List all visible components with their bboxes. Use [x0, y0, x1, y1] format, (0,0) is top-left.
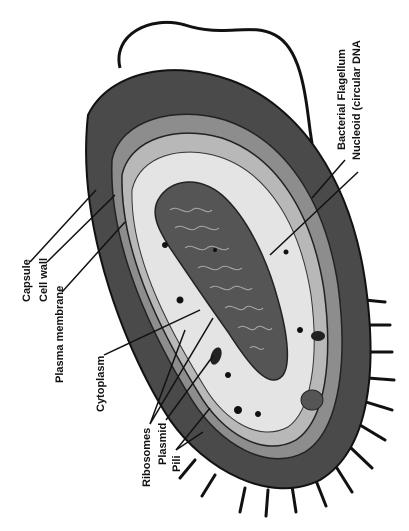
label-cell-wall: Cell wall: [38, 258, 50, 302]
vesicle: [311, 331, 325, 341]
label-nucleoid: Nucleoid (circular DNA: [351, 40, 363, 160]
label-capsule: Capsule: [21, 259, 33, 302]
label-pili: Pili: [171, 455, 183, 472]
inclusion-body: [301, 390, 323, 410]
label-plasma-membrane: Plasma membrane: [54, 286, 66, 383]
label-bacterial-flagellum: Bacterial Flagellum: [336, 49, 348, 150]
label-plasmid: Plasmid: [157, 423, 169, 465]
label-ribosomes: Ribosomes: [141, 428, 153, 487]
label-cytoplasm: Cytoplasm: [95, 356, 107, 412]
